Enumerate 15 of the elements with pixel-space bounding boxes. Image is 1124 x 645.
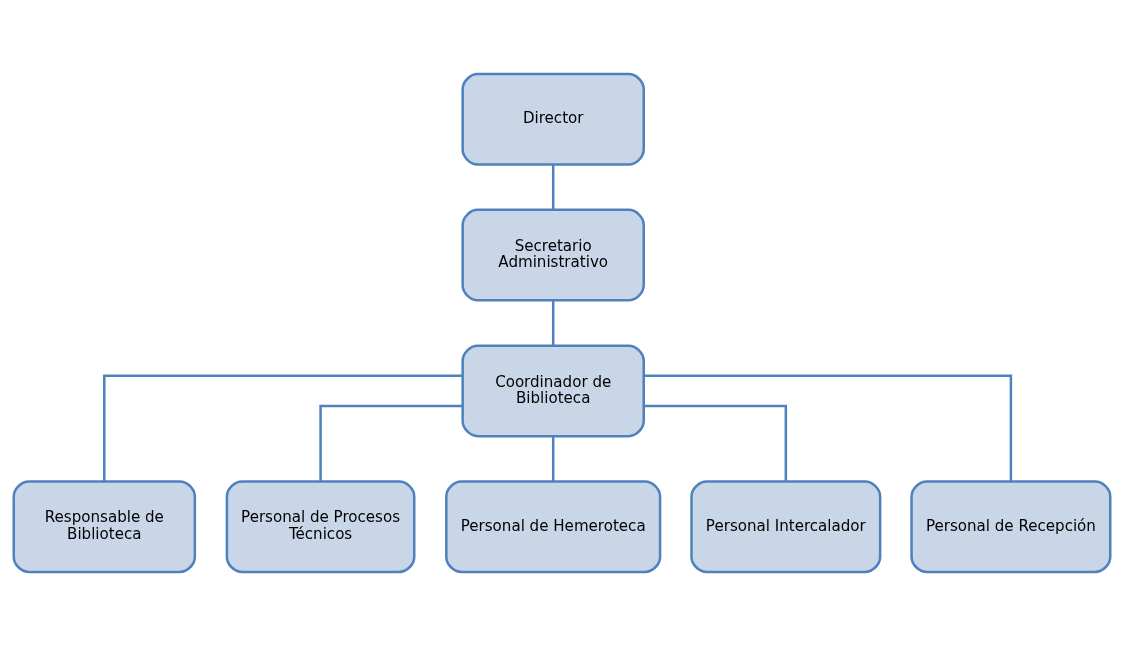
node-box: Responsable de Biblioteca: [12, 479, 197, 573]
node-box: Personal de Procesos Técnicos: [225, 479, 416, 573]
connector: [103, 374, 463, 481]
node-box: Personal de Hemeroteca: [445, 479, 662, 573]
connector: [551, 164, 555, 209]
connector: [643, 404, 788, 481]
connector: [319, 404, 463, 481]
connector: [551, 300, 555, 345]
node-box: Director: [461, 72, 645, 166]
node-box: Secretario Administrativo: [461, 208, 645, 302]
node-box: Coordinador de Biblioteca: [461, 343, 645, 437]
node-box: Personal Intercalador: [690, 479, 882, 573]
connector: [644, 374, 1013, 481]
node-box: Personal de Recepción: [910, 479, 1112, 573]
connector: [551, 436, 555, 481]
